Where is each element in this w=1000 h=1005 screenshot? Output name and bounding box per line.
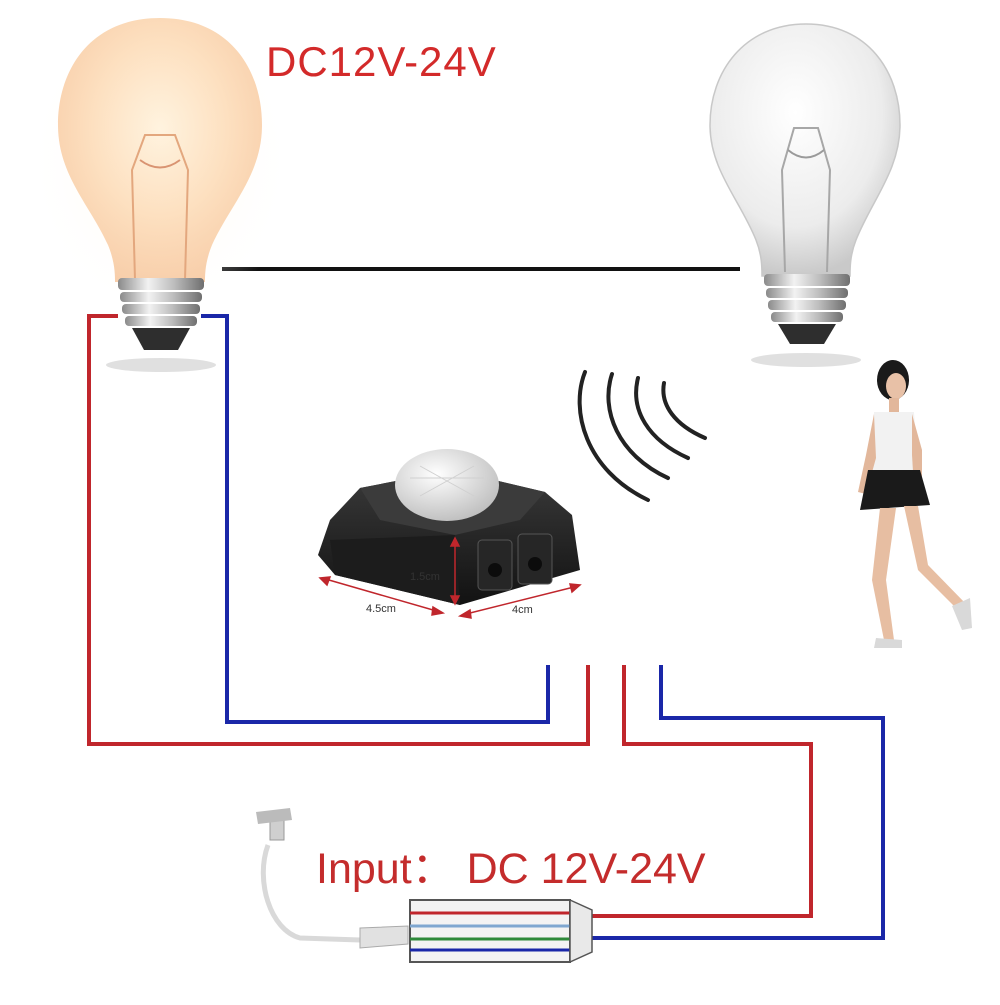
wiring <box>87 267 885 940</box>
dimension-arrows <box>318 536 582 619</box>
lit-bulb-icon <box>25 0 295 372</box>
power-adapter-icon <box>256 808 593 964</box>
pir-sensor-icon <box>318 449 580 605</box>
sensor-width-label: 4.5cm <box>366 603 396 615</box>
wire-red-input <box>573 665 813 918</box>
input-voltage-label: Input： DC 12V-24V <box>316 845 706 893</box>
wire-blue-lamp <box>201 314 550 724</box>
motion-waves-icon <box>577 370 707 502</box>
sensor-depth-label: 4cm <box>512 604 533 616</box>
walking-woman-icon <box>858 360 972 648</box>
supply-voltage-label: DC12V-24V <box>266 38 497 85</box>
wire-blue-input <box>573 665 885 940</box>
wire-red-lamp <box>87 314 590 746</box>
sensor-height-label: 1.5cm <box>410 571 440 583</box>
unlit-bulb-icon <box>709 23 901 367</box>
